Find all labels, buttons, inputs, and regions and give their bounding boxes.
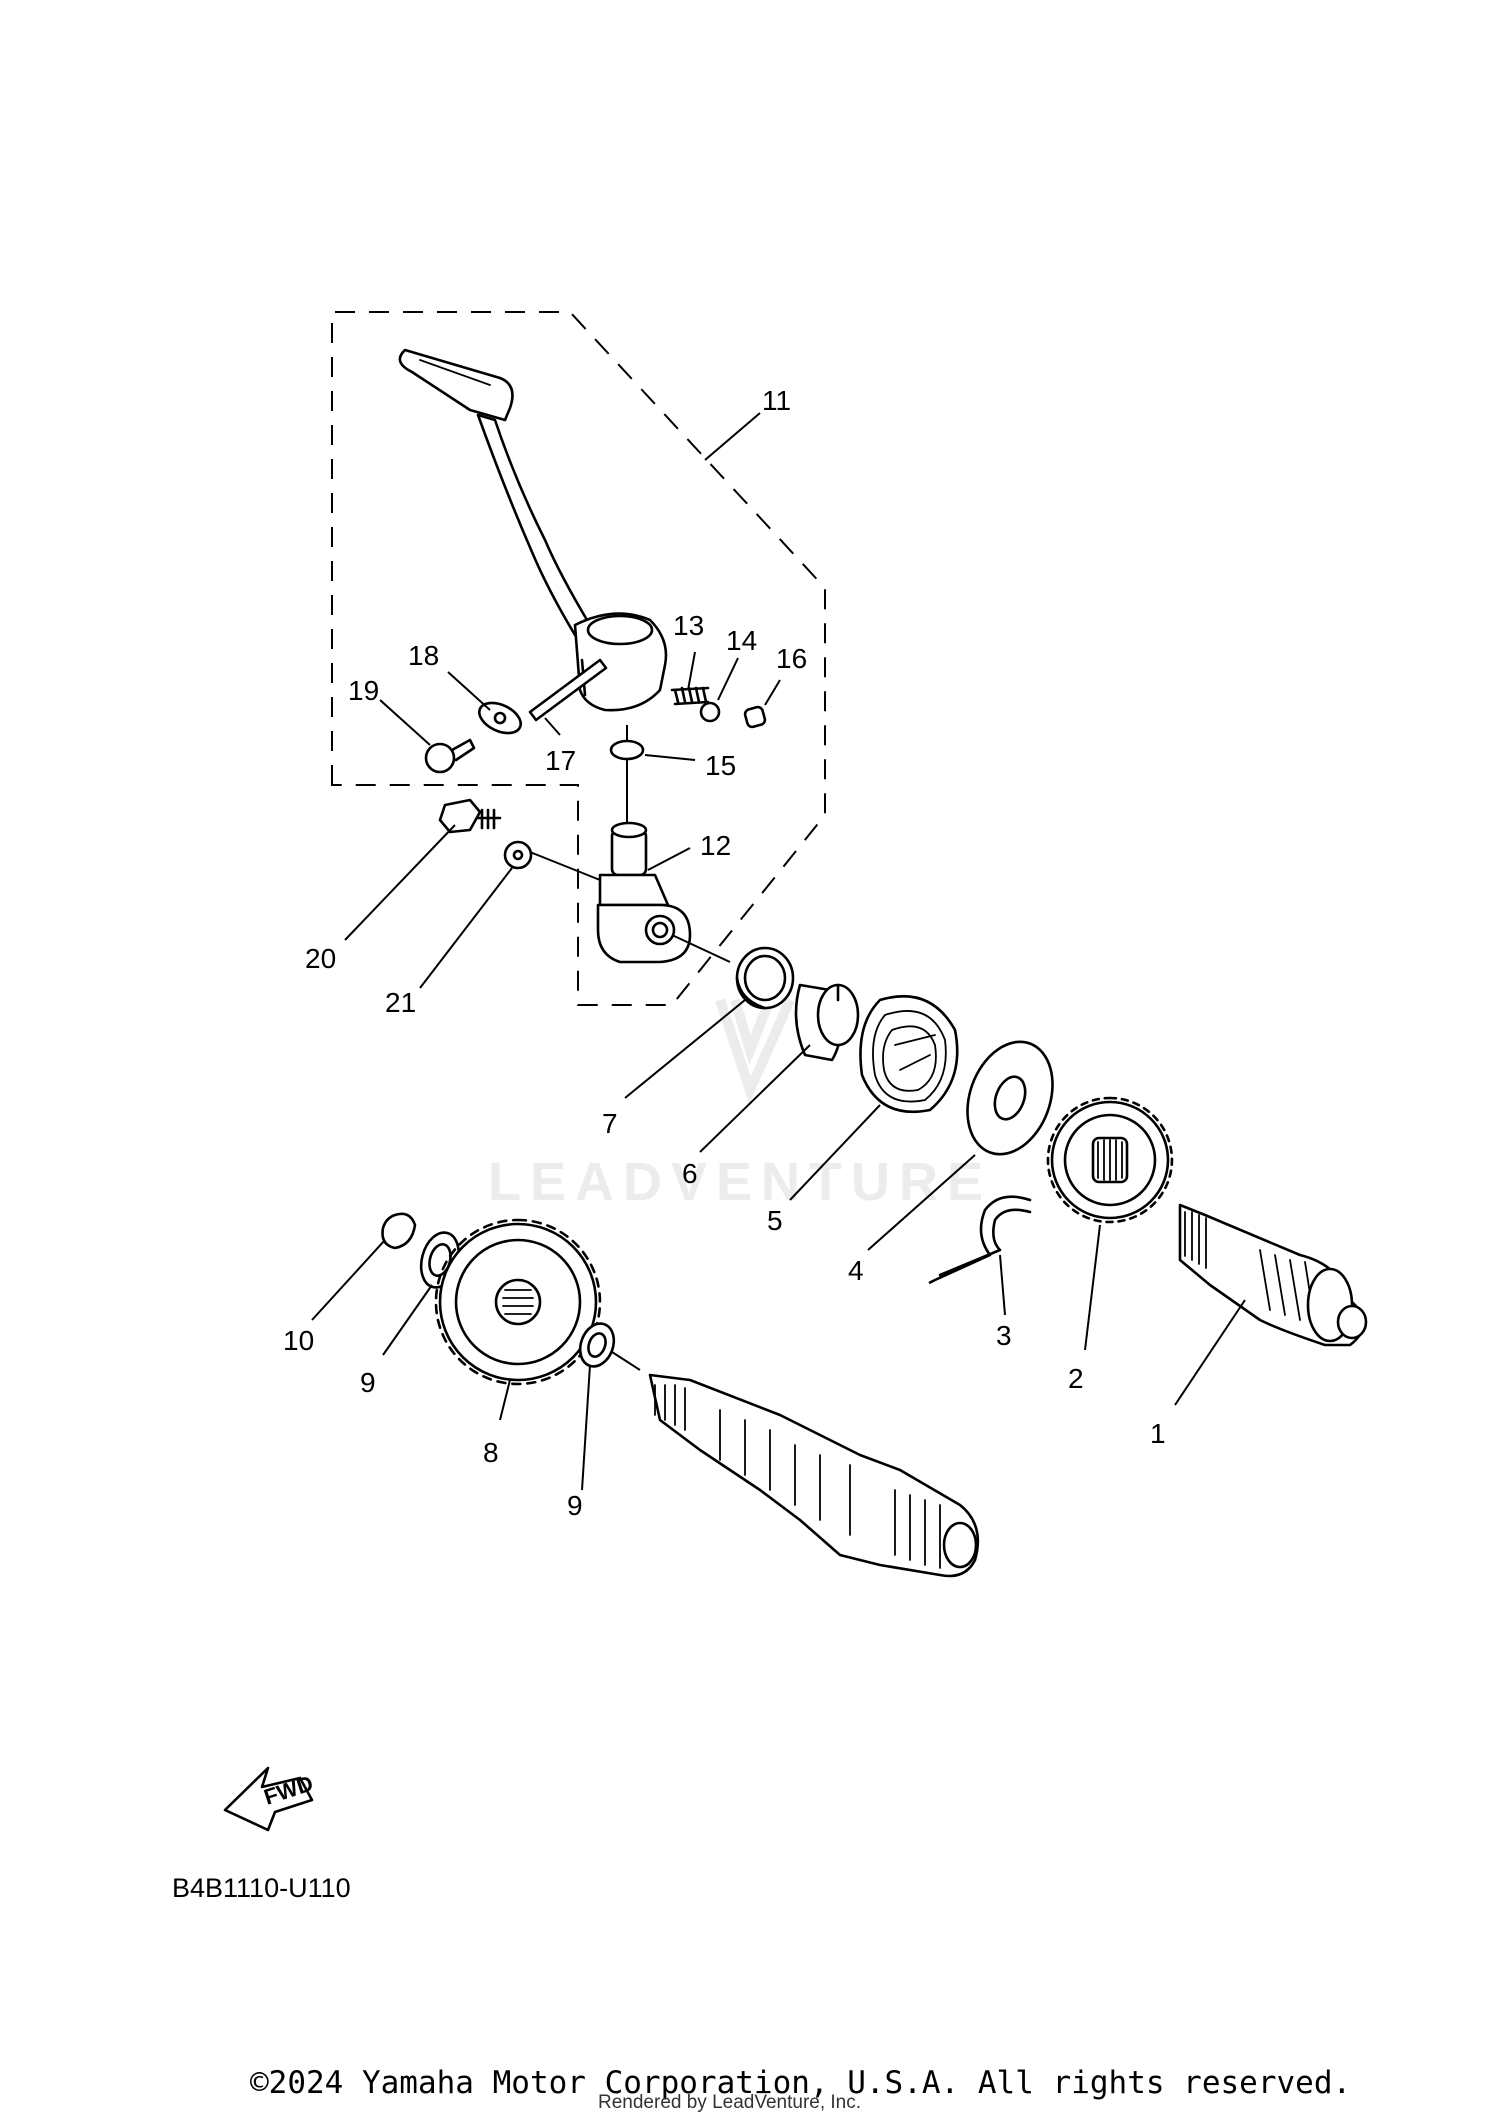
part-label-8[interactable]: 8 [483,1437,499,1468]
washer-4[interactable] [953,1030,1068,1166]
leader-lines [311,412,1246,1491]
o-ring-15[interactable] [609,739,645,761]
main-axle[interactable] [648,1373,980,1578]
forward-direction-arrow: FWD [223,1766,316,1832]
spring-13[interactable] [670,686,710,706]
part-label-19[interactable]: 19 [348,675,379,706]
plate-18[interactable] [475,697,526,739]
gear-8[interactable] [434,1218,602,1386]
collar-6[interactable] [794,983,860,1062]
bolt-19[interactable] [424,738,476,774]
part-label-20[interactable]: 20 [305,943,336,974]
washer-21[interactable] [503,840,533,870]
part-labels: 11 13 14 16 18 19 17 15 12 20 21 7 6 5 4… [283,385,1166,1521]
part-label-4[interactable]: 4 [848,1255,864,1286]
rendered-by-notice: Rendered by LeadVenture, Inc. [598,2092,862,2113]
kick-crank-lever[interactable] [398,348,668,712]
kick-shaft-1[interactable] [1178,1203,1368,1347]
part-label-3[interactable]: 3 [996,1320,1012,1351]
torsion-spring-5[interactable] [859,995,959,1114]
part-label-7[interactable]: 7 [602,1108,618,1139]
part-label-5[interactable]: 5 [767,1205,783,1236]
diagram-code: B4B1110-U110 [172,1873,351,1903]
watermark-text: LEADVENTURE [488,1152,992,1212]
kick-gear-2[interactable] [1046,1096,1174,1224]
part-label-15[interactable]: 15 [705,750,736,781]
part-label-10[interactable]: 10 [283,1325,314,1356]
cap-16[interactable] [743,705,767,729]
copyright-notice: ©2024 Yamaha Motor Corporation, U.S.A. A… [250,2065,1352,2101]
oil-seal-7[interactable] [735,946,795,1010]
part-label-16[interactable]: 16 [776,643,807,674]
part-label-6[interactable]: 6 [682,1158,698,1189]
part-label-21[interactable]: 21 [385,987,416,1018]
part-label-13[interactable]: 13 [673,610,704,641]
ball-14[interactable] [699,701,721,723]
pin-17[interactable] [528,658,608,722]
part-label-1[interactable]: 1 [1150,1418,1166,1449]
watermark: LEADVENTURE [488,997,992,1212]
clip-3[interactable] [928,1195,1032,1284]
circlip-10[interactable] [381,1212,417,1250]
part-label-11[interactable]: 11 [762,385,791,416]
part-label-17[interactable]: 17 [545,745,576,776]
bolt-20[interactable] [438,798,502,834]
part-label-12[interactable]: 12 [700,830,731,861]
part-label-14[interactable]: 14 [726,625,757,656]
washer-9-lower[interactable] [574,1319,619,1371]
part-label-9-lower[interactable]: 9 [567,1490,583,1521]
part-label-18[interactable]: 18 [408,640,439,671]
kick-axle-boss-12[interactable] [596,821,692,964]
part-label-9-upper[interactable]: 9 [360,1367,376,1398]
part-label-2[interactable]: 2 [1068,1363,1084,1394]
kick-crank-assembly-boundary [331,311,826,1006]
